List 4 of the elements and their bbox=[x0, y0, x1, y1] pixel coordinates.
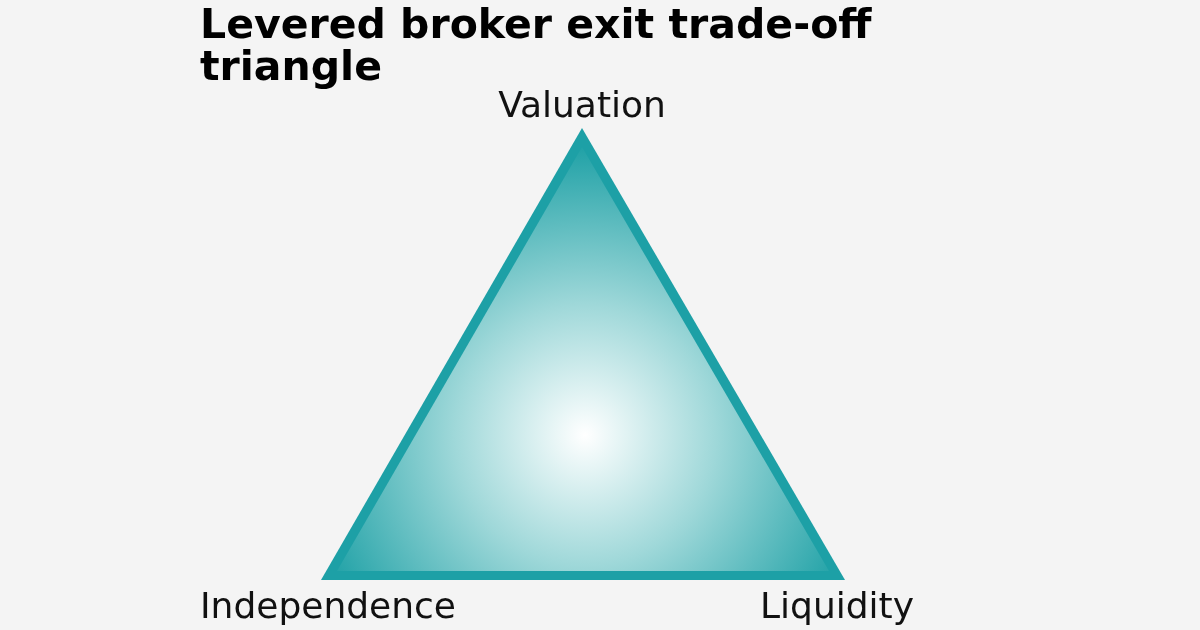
diagram-title: Levered broker exit trade-off triangle bbox=[200, 3, 873, 87]
vertex-label: Independence bbox=[200, 588, 456, 624]
vertex-label: Liquidity bbox=[760, 588, 914, 624]
vertex-label: Valuation bbox=[498, 87, 666, 123]
